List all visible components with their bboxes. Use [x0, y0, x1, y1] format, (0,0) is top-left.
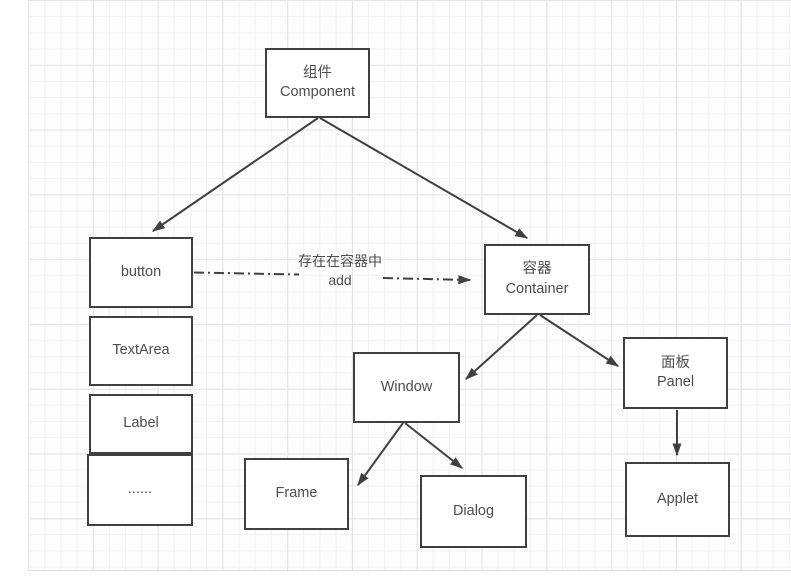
node-button: button — [89, 237, 193, 308]
node-ellipsis: ...... — [87, 454, 193, 526]
node-label: Label — [89, 394, 193, 454]
node-frame: Frame — [244, 458, 349, 530]
node-panel-label-zh: 面板 — [661, 354, 690, 371]
edge-label-add-line2: add — [328, 272, 352, 288]
node-panel-label-en: Panel — [656, 374, 695, 390]
node-container: 容器 Container — [484, 244, 590, 315]
node-button-label: button — [120, 263, 162, 280]
node-dialog-label: Dialog — [452, 502, 495, 519]
node-container-label-en: Container — [505, 280, 569, 297]
node-applet-label: Applet — [656, 490, 699, 507]
node-ellipsis-label: ...... — [127, 481, 153, 498]
node-window: Window — [353, 352, 460, 423]
node-component-label-zh: 组件 — [303, 64, 332, 81]
node-window-label: Window — [380, 378, 433, 395]
node-component-label-en: Component — [280, 84, 355, 100]
node-panel: 面板 Panel — [623, 337, 728, 409]
node-component: 组件 Component — [265, 48, 370, 118]
node-applet: Applet — [625, 462, 730, 537]
node-frame-label: Frame — [275, 485, 318, 502]
node-label-label: Label — [123, 415, 159, 432]
edge-label-add-line1: 存在在容器中 — [298, 253, 382, 269]
node-container-label-zh: 容器 — [522, 261, 552, 278]
node-textarea: TextArea — [89, 316, 193, 386]
edge-label-add: 存在在容器中 add — [280, 252, 400, 290]
node-textarea-label: TextArea — [112, 342, 170, 359]
node-dialog: Dialog — [420, 475, 527, 548]
